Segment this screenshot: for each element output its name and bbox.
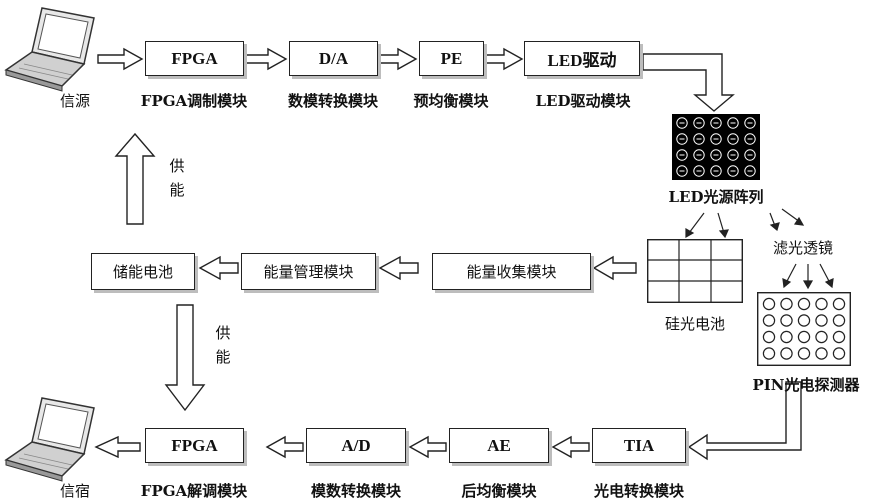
pin-diode [798, 315, 809, 326]
tia-caption: 光电转换模块 [574, 480, 704, 501]
energy-management-box: 能量管理模块 [241, 253, 376, 290]
arrow-ad-to-fpga [267, 437, 303, 457]
tia-box: TIA [592, 428, 686, 463]
ae-box: AE [449, 428, 549, 463]
ae-caption: 后均衡模块 [436, 480, 562, 501]
arrow-pe-to-led [486, 49, 522, 69]
pin-diode [816, 298, 827, 309]
arrow-tia-to-ae [553, 437, 589, 457]
arrow-fpga-to-sink [96, 437, 140, 457]
laptop-source-icon [2, 6, 98, 92]
arrow-da-to-pe [380, 49, 416, 69]
pin-diode [816, 331, 827, 342]
pin-diode [763, 298, 774, 309]
arrow-manage-to-battery [200, 257, 238, 279]
power-supply-down-label: 供能 [214, 321, 232, 369]
pin-diode [798, 348, 809, 359]
arrow-battery-up [116, 134, 154, 224]
led-drive-caption: LED驱动模块 [516, 90, 650, 111]
fpga-demodulation-caption: FPGA解调模块 [124, 480, 264, 501]
pin-diode [798, 298, 809, 309]
filter-lens-label: 滤光透镜 [760, 237, 846, 258]
pin-diode [763, 348, 774, 359]
pin-diode [763, 331, 774, 342]
pin-diode [816, 348, 827, 359]
pe-box: PE [419, 41, 484, 76]
pin-diode [798, 331, 809, 342]
source-label: 信源 [50, 90, 100, 111]
solar-cell-label: 硅光电池 [648, 313, 742, 334]
pin-diode [781, 331, 792, 342]
power-supply-up-label: 供能 [168, 154, 186, 202]
pin-diode [833, 331, 844, 342]
pin-diode [781, 348, 792, 359]
da-caption: 数模转换模块 [268, 90, 398, 111]
fpga-modulation-caption: FPGA调制模块 [124, 90, 264, 111]
ad-caption: 模数转换模块 [290, 480, 422, 501]
pin-detector-icon [757, 292, 851, 366]
da-box: D/A [289, 41, 378, 76]
fpga-modulation-box: FPGA [145, 41, 244, 76]
arrow-ae-to-ad [410, 437, 446, 457]
pin-diode [833, 348, 844, 359]
pin-detector-label: PIN光电探测器 [740, 374, 872, 395]
laptop-sink-icon [2, 396, 98, 482]
arrow-source-to-fpga [98, 49, 142, 69]
sink-label: 信宿 [50, 480, 100, 501]
energy-collection-box: 能量收集模块 [432, 253, 591, 290]
led-array-icon [672, 114, 760, 180]
arrow-led-drive-to-array [643, 54, 733, 111]
pin-diode [763, 315, 774, 326]
arrow-collect-to-manage [380, 257, 418, 279]
pin-diode [833, 315, 844, 326]
ad-box: A/D [306, 428, 406, 463]
pin-diode [833, 298, 844, 309]
fpga-demodulation-box: FPGA [145, 428, 244, 463]
led-array-label: LED光源阵列 [652, 186, 780, 207]
led-drive-box: LED驱动 [524, 41, 640, 76]
arrow-cells-to-collect [594, 257, 636, 279]
pin-diode [781, 315, 792, 326]
battery-box: 储能电池 [91, 253, 195, 290]
arrow-battery-down [166, 305, 204, 410]
solar-cell-icon [647, 239, 743, 303]
pin-diode [816, 315, 827, 326]
pe-caption: 预均衡模块 [394, 90, 508, 111]
pin-diode [781, 298, 792, 309]
arrow-fpga-to-da [246, 49, 286, 69]
